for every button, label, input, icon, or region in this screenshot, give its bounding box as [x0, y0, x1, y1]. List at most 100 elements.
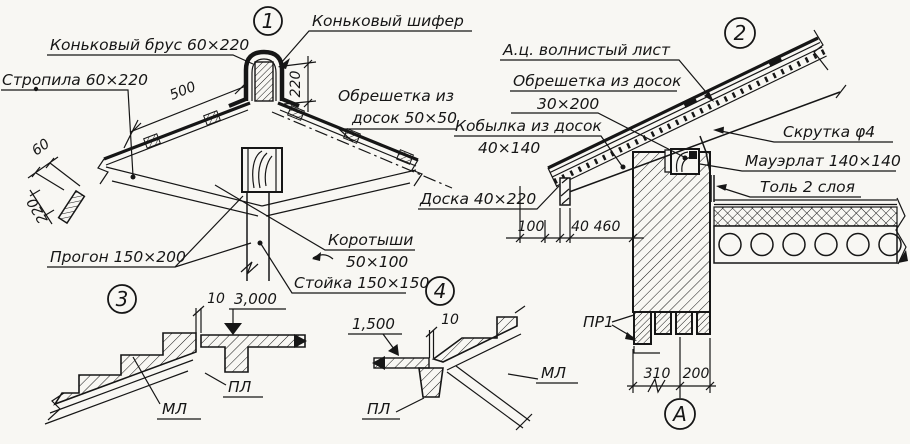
twist-wire-drawing — [699, 135, 711, 184]
label-sheet-group: А.ц. волнистый лист — [500, 41, 714, 102]
dim-gap-10: 10 — [207, 291, 225, 307]
label-flight-group: МЛ — [132, 356, 201, 420]
dim-rafter-height: 220 — [24, 195, 51, 226]
dim-gap-group: 10 — [425, 312, 459, 358]
axis-dash-line — [271, 111, 453, 189]
dim-gap-10: 10 — [441, 312, 459, 328]
detail-1-ridge-assembly: 60 220 500 220 1 Коньковый шифер — [1, 6, 472, 294]
stair-flight-section — [431, 316, 518, 363]
label-purlin: Прогон 150×200 — [50, 248, 186, 266]
purlin-section-drawing — [241, 147, 283, 193]
dim-wall-bottom-group: 310 200 А — [627, 337, 716, 430]
floor-slab-drawing — [713, 197, 908, 265]
label-kobylka-group: Кобылка из досок 40×140 — [454, 117, 626, 170]
label-lathing-group: Обрешетка из досок 50×50 — [337, 87, 457, 143]
label-landing-pl: ПЛ — [367, 400, 391, 418]
axis-marker-a: А — [671, 402, 687, 426]
label-lathing-line2: досок 50×50 — [351, 109, 457, 127]
detail-4-number: 4 — [425, 276, 455, 306]
dim-310: 310 — [644, 366, 671, 382]
landing-slab-section — [200, 334, 306, 373]
dim-100: 100 — [518, 219, 545, 235]
detail-1-number-label: 1 — [262, 9, 275, 33]
label-flight-ml: МЛ — [541, 364, 566, 382]
dim-460: 460 — [594, 219, 621, 235]
dim-rafter-spacing-group: 500 — [123, 79, 247, 149]
label-mauerlat-group: Мауэрлат 140×140 — [699, 152, 901, 172]
label-corrugated-sheet: А.ц. волнистый лист — [502, 41, 671, 59]
dim-40: 40 — [571, 219, 589, 235]
dim-ridge-cap-height-group: 220 — [283, 56, 317, 112]
dim-ridge-cap-height: 220 — [288, 71, 304, 98]
label-lintel-group: ПР1 — [583, 313, 637, 341]
label-board-group: Доска 40×220 — [418, 185, 560, 210]
label-ridge-beam: Коньковый брус 60×220 — [50, 36, 249, 54]
ridge-beam-section — [254, 61, 274, 102]
label-landing-pl: ПЛ — [228, 378, 252, 396]
label-felt-group: Толь 2 слоя — [716, 178, 861, 198]
label-rafters: Стропила 60×220 — [2, 71, 148, 89]
break-line — [515, 413, 533, 431]
break-line — [97, 158, 109, 185]
detail-2-number-label: 2 — [734, 21, 747, 45]
break-line — [47, 392, 65, 421]
detail-3-stair-bottom-junction: 10 3,000 3 МЛ ПЛ — [44, 284, 307, 425]
detail-3-number-label: 3 — [116, 287, 129, 311]
detail-4-stair-top-junction: 10 1,500 4 МЛ ПЛ — [348, 276, 578, 431]
stair-steps-section — [53, 332, 197, 406]
level-1500: 1,500 — [352, 315, 395, 333]
label-mauerlat: Мауэрлат 140×140 — [745, 152, 901, 170]
label-lathing-line1: Обрешетка из досок — [513, 72, 682, 90]
level-mark-group: 1,500 — [348, 315, 402, 356]
dim-200: 200 — [683, 366, 710, 382]
label-shorts-line2: 50×100 — [346, 253, 408, 271]
mauerlat-section-drawing — [670, 148, 700, 175]
label-flight-ml: МЛ — [162, 400, 187, 418]
label-roofing-felt: Толь 2 слоя — [760, 178, 855, 196]
label-rafters-group: Стропила 60×220 — [1, 71, 148, 180]
wire-clamp-mark — [689, 151, 697, 159]
label-ridge-slate: Коньковый шифер — [312, 12, 464, 30]
label-ridge-beam-group: Коньковый брус 60×220 — [47, 36, 254, 65]
landing-rib-section — [418, 367, 444, 398]
break-line — [411, 159, 423, 187]
roof-band-drawing — [547, 29, 847, 196]
label-lathing-line2: 30×200 — [537, 95, 599, 113]
dim-rafter-spacing: 500 — [168, 79, 199, 104]
detail-1-number: 1 — [253, 6, 283, 36]
label-kobylka-line1: Кобылка из досок — [455, 117, 602, 135]
label-lathing-30-group: Обрешетка из досок 30×200 — [510, 72, 688, 161]
post-drawing — [240, 192, 270, 281]
label-post: Стойка 150×150 — [294, 274, 429, 292]
brick-wall-section — [632, 151, 711, 313]
level-3000: 3,000 — [234, 290, 277, 308]
label-ridge-slate-group: Коньковый шифер — [278, 12, 472, 69]
detail-2-eaves-wall-assembly: 310 200 А 100 40 460 2 А.ц. в — [418, 17, 908, 430]
label-landing-group: ПЛ — [362, 397, 425, 420]
fascia-board-drawing — [559, 177, 571, 206]
dim-eaves-group: 100 40 460 — [506, 186, 644, 243]
insulation-band — [713, 206, 898, 227]
dim-rafter-width: 60 — [29, 136, 53, 159]
detail-2-number: 2 — [724, 17, 756, 49]
detail-3-number: 3 — [107, 284, 137, 314]
label-kobylka-line2: 40×140 — [478, 139, 540, 157]
label-shorts-group: Коротыши 50×100 — [214, 184, 415, 271]
lintel-blocks-drawing — [633, 311, 711, 354]
break-line — [813, 29, 829, 71]
label-shorts-line1: Коротыши — [328, 231, 413, 249]
break-line — [895, 197, 907, 265]
label-flight-group: МЛ — [507, 364, 578, 384]
label-wire-group: Скрутка φ4 — [713, 123, 893, 143]
rafter-section-bar: 60 220 — [24, 136, 86, 226]
roofing-felt-lines — [710, 175, 715, 202]
label-purlin-group: Прогон 150×200 — [47, 195, 252, 268]
label-landing-group: ПЛ — [204, 372, 263, 398]
ridge-cap-drawing — [228, 49, 300, 108]
label-twist-wire: Скрутка φ4 — [783, 123, 875, 141]
lathing-blocks-section — [143, 105, 415, 165]
label-lathing-line1: Обрешетка из — [338, 87, 454, 105]
left-roof-sheathing-line — [103, 101, 251, 161]
